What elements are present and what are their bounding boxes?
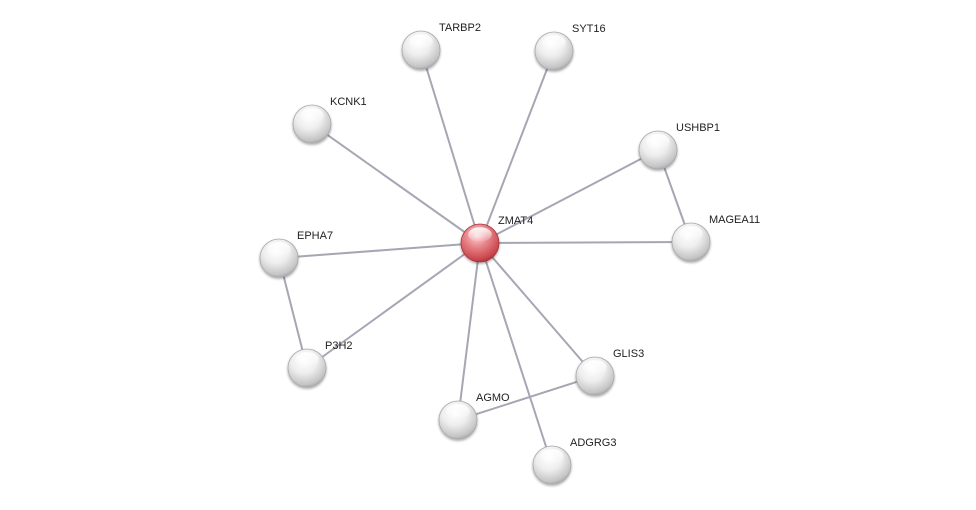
node-label: SYT16 bbox=[572, 23, 606, 35]
node-zmat4[interactable]: ZMAT4 bbox=[460, 215, 533, 263]
node-label: AGMO bbox=[476, 392, 510, 404]
node-layer: ZMAT4 TARBP2 SYT16KCNK1USHBP1MAGEA11EPHA7P… bbox=[259, 22, 760, 485]
node-agmo[interactable]: AGMO bbox=[438, 392, 510, 440]
edge-zmat4-p3h2 bbox=[306, 242, 481, 369]
edge-zmat4-ushbp1 bbox=[479, 149, 659, 244]
edge-zmat4-tarbp2 bbox=[420, 49, 481, 244]
node-label: TARBP2 bbox=[439, 22, 481, 34]
node-label: USHBP1 bbox=[676, 122, 720, 134]
node-label: EPHA7 bbox=[297, 230, 333, 242]
edge-zmat4-epha7 bbox=[278, 242, 481, 259]
node-gloss bbox=[679, 226, 703, 241]
node-kcnk1[interactable]: KCNK1 bbox=[292, 96, 367, 144]
node-glis3[interactable]: GLIS3 bbox=[575, 348, 644, 396]
node-gloss bbox=[468, 227, 492, 242]
edge-zmat4-agmo bbox=[457, 242, 481, 421]
edge-zmat4-magea11 bbox=[479, 241, 692, 244]
node-epha7[interactable]: EPHA7 bbox=[259, 230, 333, 278]
node-magea11[interactable]: MAGEA11 bbox=[671, 214, 760, 262]
node-gloss bbox=[583, 360, 607, 375]
node-gloss bbox=[409, 34, 433, 49]
node-gloss bbox=[446, 404, 470, 419]
edge-zmat4-glis3 bbox=[479, 242, 596, 377]
node-label: P3H2 bbox=[325, 340, 353, 352]
node-label: KCNK1 bbox=[330, 96, 367, 108]
edge-zmat4-kcnk1 bbox=[311, 123, 481, 244]
node-gloss bbox=[646, 134, 670, 149]
edge-zmat4-adgrg3 bbox=[479, 242, 553, 466]
node-label: MAGEA11 bbox=[709, 214, 760, 226]
node-p3h2[interactable]: P3H2 bbox=[287, 340, 353, 388]
node-adgrg3[interactable]: ADGRG3 bbox=[532, 437, 616, 485]
node-ushbp1[interactable]: USHBP1 bbox=[638, 122, 720, 170]
node-gloss bbox=[540, 449, 564, 464]
node-gloss bbox=[295, 352, 319, 367]
node-gloss bbox=[267, 242, 291, 257]
node-syt16[interactable]: SYT16 bbox=[534, 23, 606, 71]
node-label: ZMAT4 bbox=[498, 215, 533, 227]
node-tarbp2[interactable]: TARBP2 bbox=[401, 22, 481, 70]
node-label: ADGRG3 bbox=[570, 437, 616, 449]
node-label: GLIS3 bbox=[613, 348, 644, 360]
edge-zmat4-syt16 bbox=[479, 50, 555, 244]
edge-agmo-glis3 bbox=[457, 375, 596, 421]
node-gloss bbox=[300, 108, 324, 123]
node-gloss bbox=[542, 35, 566, 50]
